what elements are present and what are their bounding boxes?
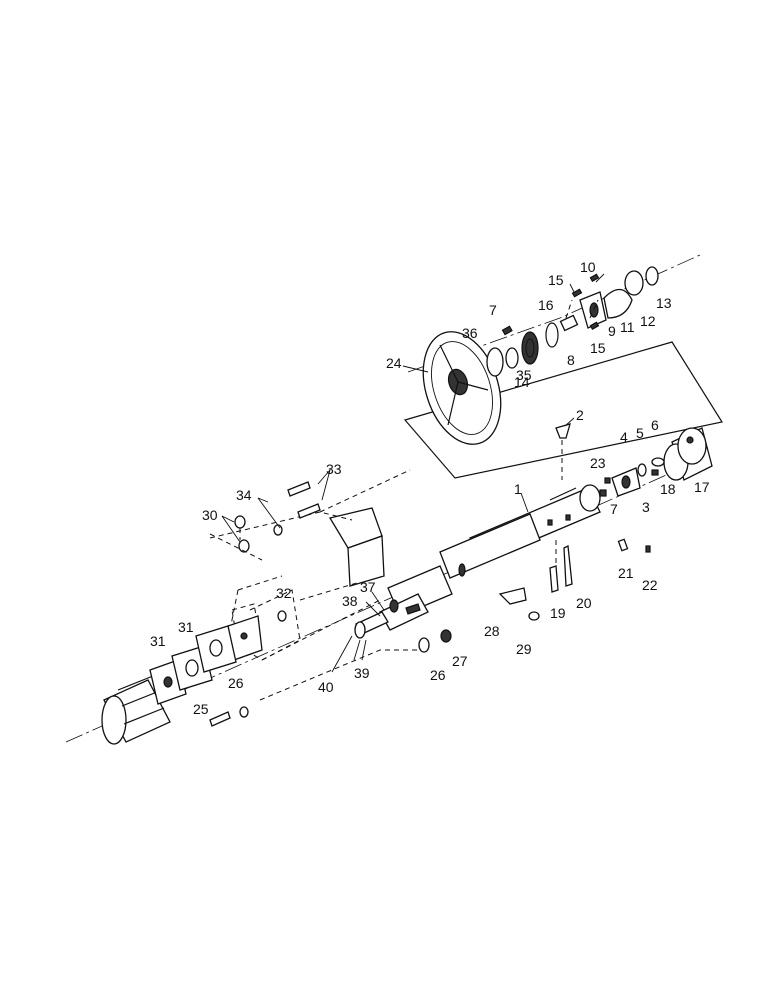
column-tube <box>439 484 601 579</box>
callout-9: 9 <box>608 323 616 339</box>
lower-shaft-assembly <box>354 565 540 653</box>
callout-22: 22 <box>642 577 658 593</box>
callout-32: 32 <box>276 585 292 601</box>
callout-27: 27 <box>452 653 468 669</box>
callout-8: 8 <box>567 352 575 368</box>
callout-33: 33 <box>326 461 342 477</box>
callout-36: 36 <box>462 325 478 341</box>
callout-31a: 31 <box>150 633 166 649</box>
mounting-bracket <box>209 469 420 701</box>
callout-11: 11 <box>620 319 635 335</box>
callout-15a: 15 <box>548 272 564 288</box>
callout-24: 24 <box>386 355 402 371</box>
callout-3: 3 <box>642 499 650 515</box>
callout-23: 23 <box>590 455 606 471</box>
leader-lines <box>221 273 605 673</box>
callout-25: 25 <box>193 701 209 717</box>
callout-1: 1 <box>514 481 522 497</box>
callout-39: 39 <box>354 665 370 681</box>
callout-29: 29 <box>516 641 532 657</box>
callout-31b: 31 <box>178 619 194 635</box>
callout-2: 2 <box>576 407 584 423</box>
callout-7a: 7 <box>610 501 618 517</box>
callout-6: 6 <box>651 417 659 433</box>
callout-34: 34 <box>236 487 252 503</box>
callout-18: 18 <box>660 481 676 497</box>
callout-40: 40 <box>318 679 334 695</box>
callout-10: 10 <box>580 259 596 275</box>
callout-30: 30 <box>202 507 218 523</box>
steering-wheel <box>422 331 502 445</box>
callout-16: 16 <box>538 297 554 313</box>
callout-4: 4 <box>620 429 628 445</box>
steering-unit <box>101 625 237 745</box>
callout-26a: 26 <box>228 675 244 691</box>
callout-labels: 1 2 3 4 5 6 7 7 8 9 10 11 12 13 14 15 15… <box>150 259 710 717</box>
steering-hub-assembly <box>486 266 659 377</box>
callout-12: 12 <box>640 313 656 329</box>
callout-26b: 26 <box>430 667 446 683</box>
callout-19: 19 <box>550 605 566 621</box>
callout-15b: 15 <box>590 340 606 356</box>
column-top-parts <box>555 423 713 497</box>
bracket-fasteners <box>209 481 321 727</box>
callout-35: 35 <box>516 367 532 383</box>
callout-21: 21 <box>618 565 634 581</box>
callout-38: 38 <box>342 593 358 609</box>
callout-28: 28 <box>484 623 500 639</box>
callout-14: 14 <box>514 374 530 390</box>
callout-20: 20 <box>576 595 592 611</box>
callout-17: 17 <box>694 479 710 495</box>
callout-5: 5 <box>636 425 644 441</box>
callout-13: 13 <box>656 295 672 311</box>
turn-signal-parts <box>549 538 651 593</box>
callout-7b: 7 <box>489 302 497 318</box>
callout-37: 37 <box>360 579 376 595</box>
alignment-box <box>403 341 723 479</box>
